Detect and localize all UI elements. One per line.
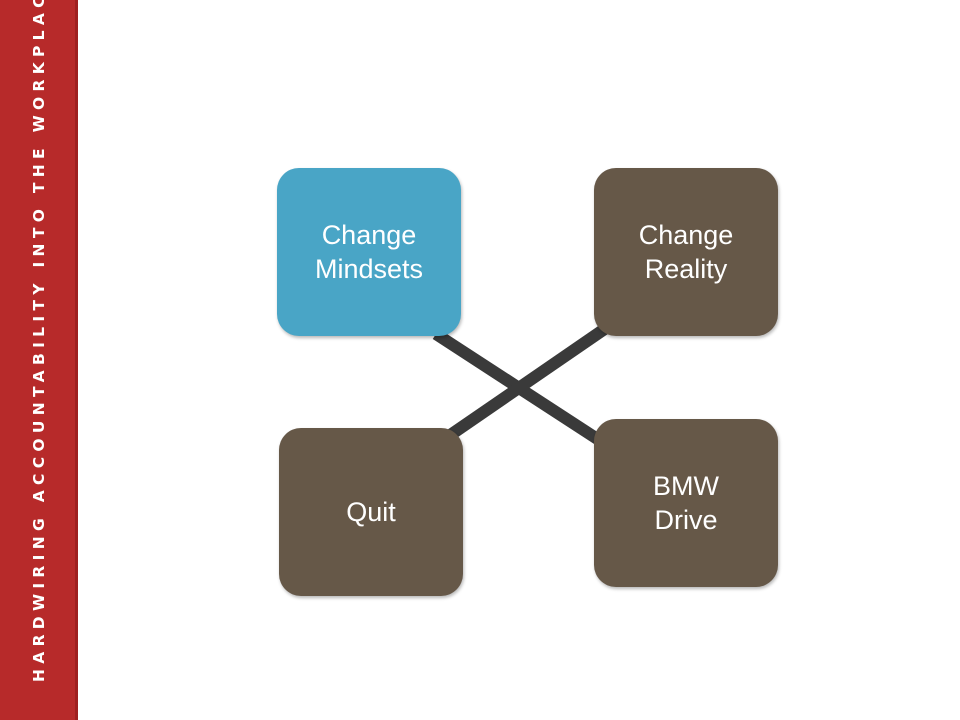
- box-quit-label: Quit: [346, 497, 396, 527]
- side-banner: HARDWIRING ACCOUNTABILITY INTO THE WORKP…: [0, 0, 78, 720]
- box-quit: Quit: [279, 428, 463, 596]
- box-change-mindsets-line2: Mindsets: [314, 254, 424, 284]
- box-bmw-drive-line1: BMW: [653, 471, 719, 501]
- box-change-mindsets: Change Mindsets: [277, 168, 461, 336]
- box-change-reality: Change Reality: [594, 168, 778, 336]
- box-change-mindsets-line1: Change: [321, 220, 417, 250]
- box-change-reality-line1: Change: [638, 220, 734, 250]
- box-change-reality-line2: Reality: [644, 254, 728, 284]
- box-bmw-drive-line2: Drive: [654, 505, 718, 535]
- box-bmw-drive: BMW Drive: [594, 419, 778, 587]
- connector-reality-to-quit: [442, 323, 610, 443]
